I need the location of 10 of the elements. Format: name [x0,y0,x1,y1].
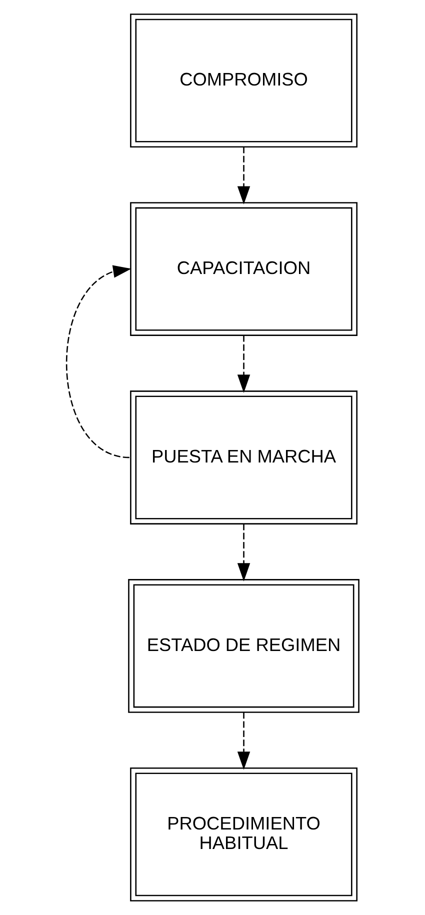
arrow [66,265,132,458]
arrow [237,712,250,770]
node-box: PUESTA EN MARCHA [130,390,358,524]
node-box: ESTADO DE REGIMEN [128,579,360,713]
node-box: COMPROMISO [130,14,358,148]
arrow [237,335,250,393]
node-box: CAPACITACION [130,202,358,336]
node-box: PROCEDIMIENTO HABITUAL [130,768,358,902]
arrow [237,146,250,204]
arrow [237,524,250,582]
